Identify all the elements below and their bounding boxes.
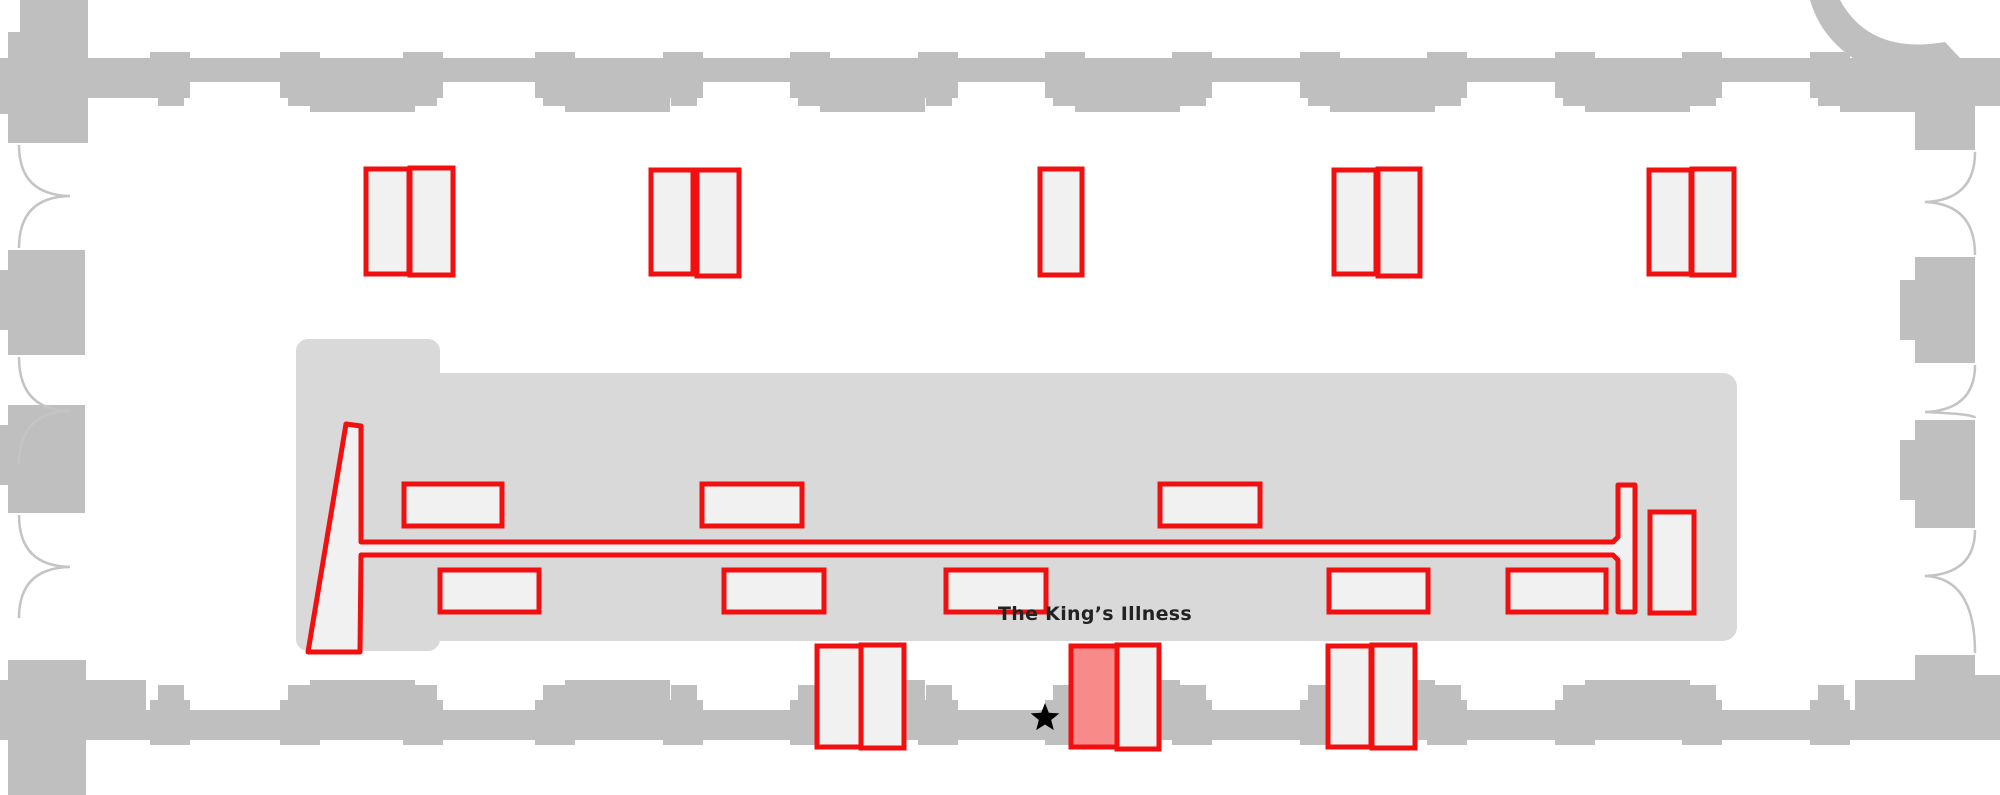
doorways bbox=[17, 144, 1977, 654]
display-case[interactable] bbox=[1326, 567, 1431, 615]
pilaster bbox=[1690, 82, 1716, 106]
display-case[interactable] bbox=[1114, 642, 1162, 752]
display-case[interactable] bbox=[699, 481, 805, 529]
display-case[interactable] bbox=[1157, 481, 1263, 529]
display-case[interactable] bbox=[407, 165, 456, 278]
pilaster bbox=[926, 685, 952, 710]
pilaster bbox=[288, 82, 314, 106]
display-case[interactable] bbox=[1375, 166, 1423, 279]
display-case[interactable] bbox=[401, 481, 505, 529]
wall-segment bbox=[820, 82, 925, 112]
display-case[interactable] bbox=[943, 567, 1049, 615]
display-case[interactable] bbox=[1646, 167, 1694, 277]
pilaster bbox=[671, 685, 697, 710]
room-label[interactable]: The King’s Illness bbox=[997, 603, 1193, 625]
pilaster bbox=[671, 82, 697, 106]
display-case[interactable] bbox=[721, 567, 827, 615]
display-cases bbox=[363, 165, 1737, 752]
wall-segment bbox=[565, 82, 670, 112]
pilaster bbox=[1563, 685, 1589, 710]
wall-segment bbox=[1585, 82, 1690, 112]
display-case[interactable] bbox=[1037, 166, 1085, 278]
pilaster bbox=[1435, 82, 1461, 106]
display-case[interactable] bbox=[1331, 167, 1379, 277]
wall-segment bbox=[310, 82, 415, 112]
display-case[interactable] bbox=[1689, 166, 1737, 278]
display-case[interactable] bbox=[648, 167, 696, 277]
pilaster bbox=[1435, 685, 1461, 710]
display-case[interactable] bbox=[1505, 567, 1609, 615]
display-case[interactable] bbox=[437, 567, 542, 615]
display-case[interactable] bbox=[858, 642, 907, 751]
display-case[interactable] bbox=[814, 643, 864, 750]
long-display-case[interactable] bbox=[305, 421, 1638, 655]
display-case[interactable] bbox=[1325, 643, 1374, 750]
wall-segment bbox=[565, 680, 670, 710]
pilaster bbox=[1053, 82, 1079, 106]
pilaster bbox=[1180, 685, 1206, 710]
display-case[interactable] bbox=[1369, 642, 1418, 751]
pilaster bbox=[543, 82, 569, 106]
pilaster bbox=[1818, 82, 1844, 106]
wall-segment bbox=[1585, 680, 1690, 710]
pilaster bbox=[1308, 82, 1334, 106]
display-case[interactable] bbox=[363, 166, 412, 277]
pilaster bbox=[1818, 685, 1844, 710]
pilaster bbox=[1563, 82, 1589, 106]
pilaster bbox=[288, 685, 314, 710]
pilaster bbox=[411, 685, 437, 710]
pilaster bbox=[1690, 685, 1716, 710]
pilaster bbox=[158, 82, 184, 106]
wall-segment bbox=[1075, 82, 1180, 112]
display-case[interactable] bbox=[694, 167, 742, 279]
pilaster bbox=[543, 685, 569, 710]
pilaster bbox=[158, 685, 184, 710]
wall-segment bbox=[310, 680, 415, 710]
star-icon bbox=[1030, 703, 1060, 731]
wall-segment bbox=[1330, 82, 1435, 112]
pilaster bbox=[1180, 82, 1206, 106]
pilaster bbox=[411, 82, 437, 106]
display-case-highlighted[interactable] bbox=[1068, 643, 1120, 750]
display-case[interactable] bbox=[1647, 509, 1697, 616]
pilaster bbox=[926, 82, 952, 106]
pilaster bbox=[798, 82, 824, 106]
